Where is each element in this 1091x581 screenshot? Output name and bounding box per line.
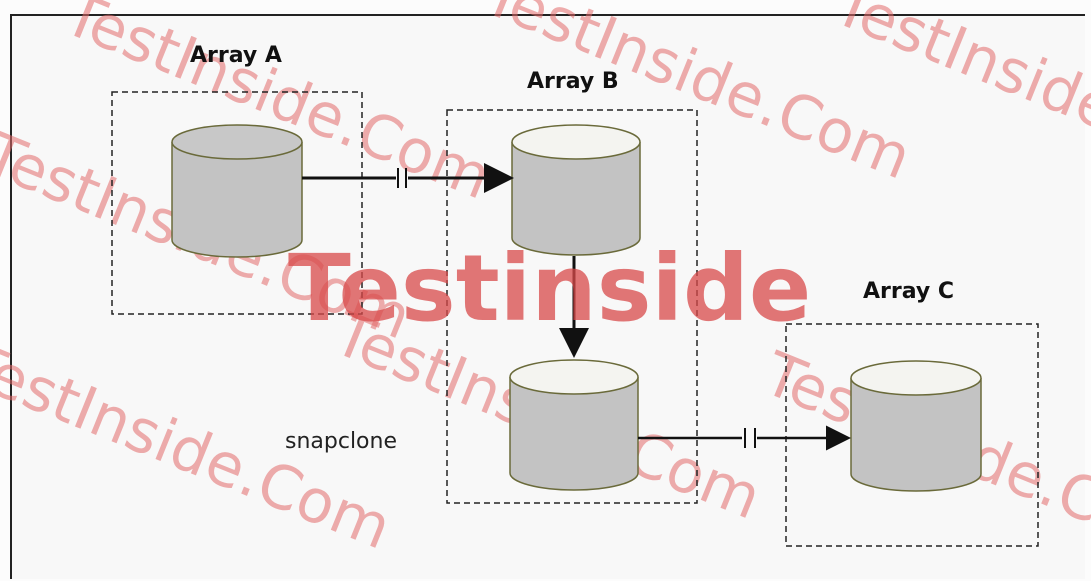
array-c-label: Array C [863, 279, 954, 304]
replication-arrow-b-to-c [638, 425, 851, 451]
array-b-label: Array B [527, 69, 619, 94]
disk-icon [850, 360, 982, 492]
watermark-center-text: Testinside [288, 235, 811, 342]
array-b-box [446, 109, 698, 504]
array-a-box [111, 91, 363, 315]
disk-icon [511, 124, 641, 256]
disk-icon [171, 124, 303, 258]
array-a-label: Array A [190, 43, 282, 68]
replication-arrow-a-to-b [302, 163, 514, 193]
array-c-box [785, 323, 1039, 547]
snapclone-label: snapclone [285, 429, 397, 454]
snapclone-disk-icon [509, 359, 639, 491]
